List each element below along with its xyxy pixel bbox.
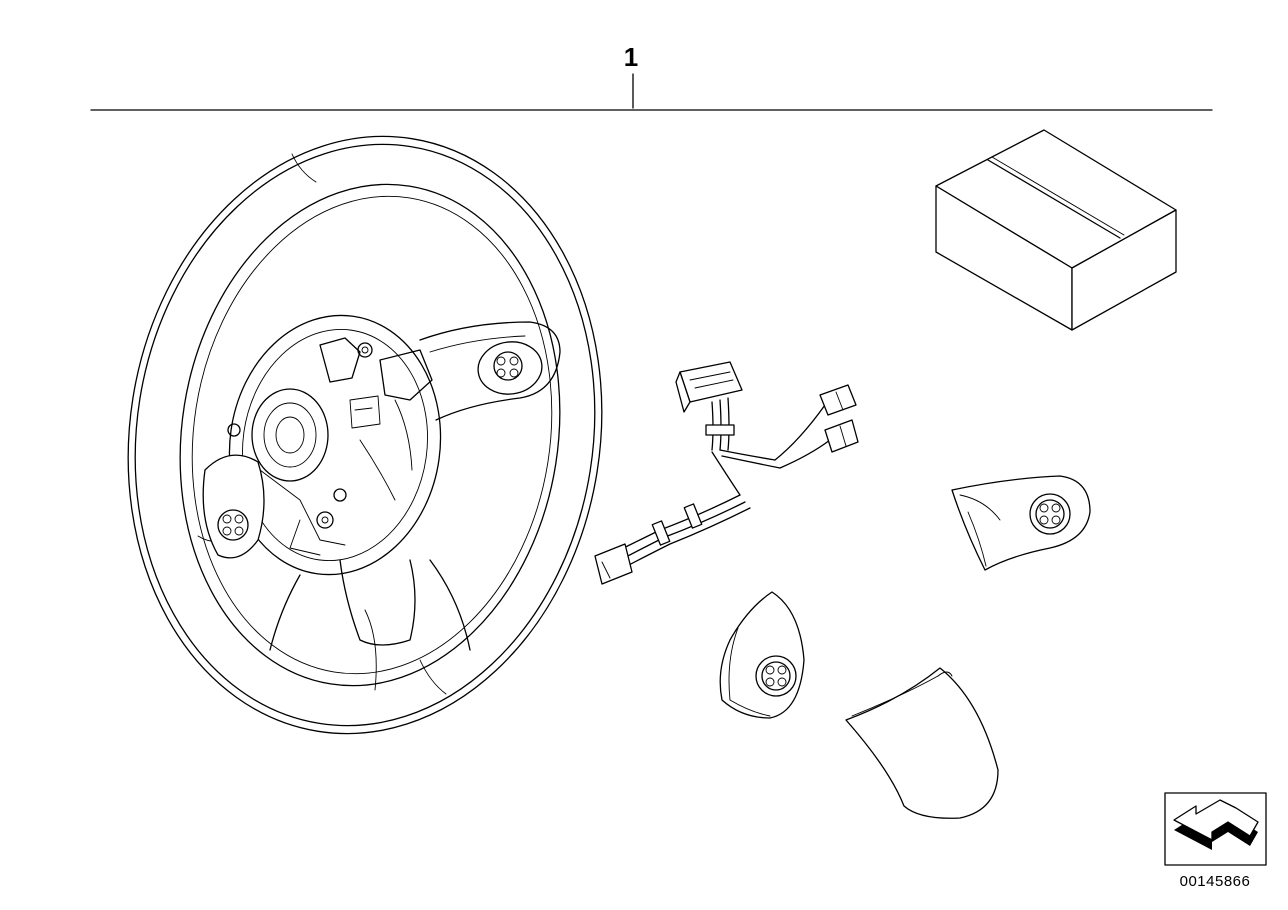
steering-wheel-assembly[interactable] (86, 102, 644, 768)
left-spoke-switch-pad (202, 454, 265, 559)
right-unit-rocker-icon (1029, 493, 1071, 535)
direction-arrow-icon (1164, 792, 1267, 866)
column-boss (251, 388, 329, 482)
multifunction-switch-left[interactable] (719, 591, 805, 719)
diagram-number: 00145866 (1180, 873, 1251, 890)
left-spoke-rocker-icon (217, 509, 249, 541)
left-unit-rocker-icon (755, 655, 797, 697)
trim-cover[interactable] (845, 667, 999, 819)
right-spoke-switch-pad (477, 341, 543, 395)
multifunction-switch-right[interactable] (951, 475, 1091, 571)
hub-back-plate (228, 314, 442, 576)
wiring-harness[interactable] (594, 361, 859, 585)
right-spoke-rocker-icon (493, 351, 523, 381)
callout-number[interactable]: 1 (624, 42, 638, 72)
packaging-box[interactable] (935, 129, 1177, 331)
